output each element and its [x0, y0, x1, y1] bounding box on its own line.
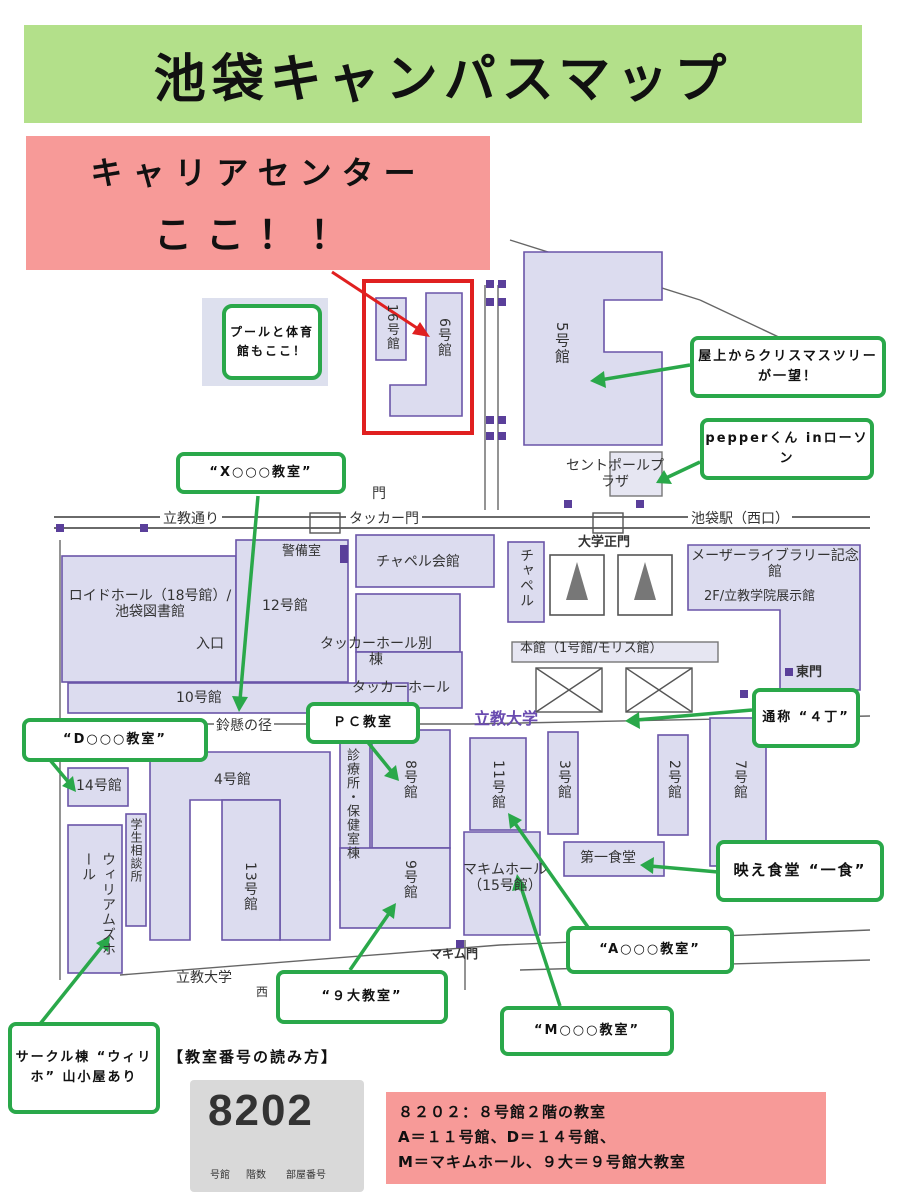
building-16: [375, 297, 407, 361]
label-ikebukuro-west: 池袋駅（西口）: [688, 511, 792, 528]
gate-markers: [56, 280, 793, 948]
label-building-11: 11号館: [490, 760, 506, 810]
buildings-north: [375, 251, 663, 497]
legend-room-number: 8202: [208, 1086, 314, 1135]
label-tucker-hall: タッカーホール: [352, 680, 450, 696]
label-rikkyo-street: 立教通り: [160, 511, 222, 528]
label-williams-hall: ウィリアムズホール: [80, 852, 116, 957]
building-2: [657, 734, 689, 836]
label-east-gate: 東門: [796, 665, 823, 680]
building-12: [235, 539, 349, 683]
legend-part-room: 部屋番号: [286, 1170, 326, 1181]
callout-pc-room: ＰＣ教室: [306, 702, 420, 744]
building-cafeteria: [563, 841, 665, 877]
label-guard-room: 警備室: [282, 544, 322, 559]
map-title: 池袋キャンパスマップ: [24, 25, 862, 123]
callout-pepper: pepperくん inローソン: [700, 418, 874, 480]
buildings-south: [67, 717, 767, 974]
career-center-frame: [362, 279, 474, 435]
callout-big-room-9: “９大教室”: [276, 970, 448, 1024]
label-building-2: 2号館: [666, 760, 682, 800]
label-student-consult: 学生相談所: [129, 818, 143, 883]
info-line-1: ８２０２：８号館２階の教室: [398, 1103, 607, 1121]
label-building-3: 3号館: [556, 760, 572, 800]
label-building-14: 14号館: [76, 778, 122, 794]
label-building-6: 6号館: [436, 318, 452, 358]
label-building-5: 5号館: [553, 322, 571, 365]
career-center-arrow: [331, 270, 421, 332]
label-cafeteria: 第一食堂: [580, 850, 636, 866]
label-chapel-hall: チャペル会館: [376, 554, 460, 570]
room-code-info: ８２０２：８号館２階の教室 A＝１１号館、D＝１４号館、 M＝マキムホール、９大…: [386, 1092, 826, 1184]
building-st-paul: [609, 451, 663, 497]
callout-pool: プールと体育館もここ！: [222, 304, 322, 380]
callout-xmas-tree: 屋上からクリスマスツリーが一望！: [690, 336, 886, 398]
label-rikkyo-station: 立教大学: [176, 970, 232, 986]
building-8: [371, 729, 451, 849]
building-13: [221, 799, 281, 941]
label-building-7: 7号館: [732, 760, 748, 800]
info-line-2: A＝１１号館、D＝１４号館、: [398, 1127, 617, 1146]
building-11: [469, 737, 527, 831]
legend-title: 【教室番号の読み方】: [168, 1048, 339, 1066]
callout-yonchome: 通称 “４丁”: [752, 688, 860, 748]
building-williams: [67, 824, 123, 974]
label-maxim-hall: マキムホール（15号館）: [463, 862, 547, 895]
label-suzukake-path: 鈴懸の径: [214, 718, 274, 735]
callout-m-room: “M○○○教室”: [500, 1006, 674, 1056]
building-6: [389, 292, 463, 417]
label-building-4: 4号館: [214, 772, 251, 788]
building-main: [511, 641, 719, 663]
building-3: [547, 731, 579, 835]
building-student-consult: [125, 813, 147, 927]
career-center-here: ここ！！: [153, 212, 362, 257]
label-west: 西: [256, 985, 269, 999]
label-gate: 門: [372, 486, 386, 502]
label-museum: 2F/立教学院展示館: [704, 589, 816, 604]
label-entrance: 入口: [196, 636, 224, 652]
label-main-building: 本館（1号館/モリス館）: [520, 641, 663, 656]
label-mather-library: メーザーライブラリー記念館: [691, 548, 859, 581]
label-building-9: 9号館: [402, 860, 418, 900]
callout-cafeteria: 映え食堂 “一食”: [716, 840, 884, 902]
building-chapel-hall: [355, 534, 495, 588]
label-building-10: 10号館: [176, 690, 222, 706]
callout-a-room: “A○○○教室”: [566, 926, 734, 974]
legend-part-building: 号館: [210, 1170, 230, 1181]
callout-circle-building: サークル棟 “ウィリホ” 山小屋あり: [8, 1022, 160, 1114]
label-building-8: 8号館: [402, 760, 418, 800]
career-center-banner: キャリアセンター ここ！！: [26, 136, 490, 270]
label-st-paul: セントポールプラザ: [566, 458, 664, 491]
label-tucker-gate: タッカー門: [346, 511, 422, 528]
label-maxim-gate: マキム門: [430, 947, 479, 961]
label-rikkyo-university: 立教大学: [474, 709, 539, 728]
callout-x-room: “X○○○教室”: [176, 452, 346, 494]
callout-d-room: “D○○○教室”: [22, 718, 208, 762]
label-lloyd-hall: ロイドホール（18号館）/ 池袋図書館: [68, 588, 232, 621]
building-14: [67, 767, 129, 807]
label-building-13: 13号館: [242, 862, 258, 912]
legend-part-floor: 階数: [246, 1170, 266, 1181]
building-9: [339, 847, 451, 929]
legend-card: [190, 1080, 364, 1192]
label-chapel: チャペル: [518, 548, 534, 608]
label-clinic: 診療所・保健室棟: [344, 748, 359, 860]
label-building-16: 16号館: [384, 304, 399, 351]
building-maxim: [463, 831, 541, 936]
building-chapel: [507, 541, 545, 623]
info-line-3: M＝マキムホール、９大＝９号館大教室: [398, 1152, 686, 1171]
label-building-12: 12号館: [262, 598, 308, 614]
label-main-gate: 大学正門: [578, 535, 631, 550]
career-center-label: キャリアセンター: [90, 153, 426, 192]
building-5: [523, 251, 663, 446]
callout-arrows: [38, 363, 753, 1026]
label-tucker-annex: タッカーホール別棟: [320, 636, 432, 669]
